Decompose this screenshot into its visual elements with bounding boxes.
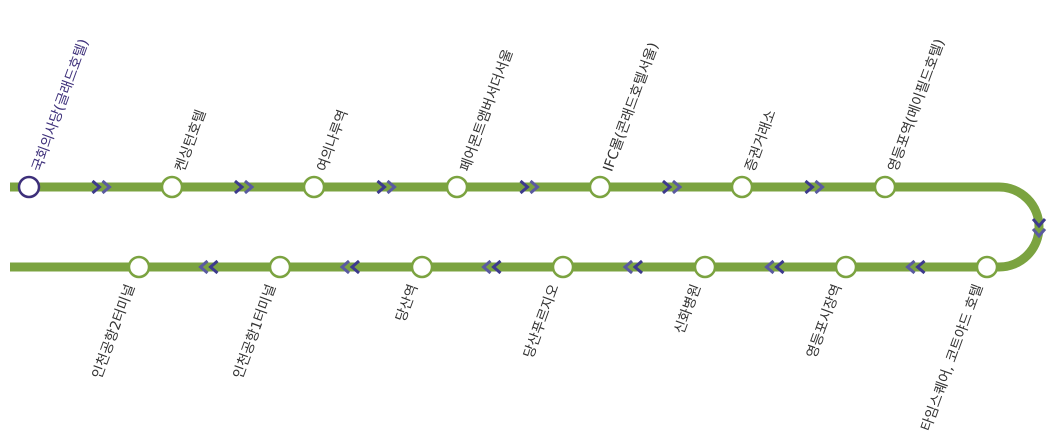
direction-arrow-icon	[198, 259, 219, 275]
stop-marker[interactable]	[445, 175, 469, 199]
stop-label[interactable]: 당산역	[393, 282, 421, 324]
stop-label[interactable]: 영등포역(메이필드호텔)	[885, 37, 948, 174]
stop-marker[interactable]	[873, 175, 897, 199]
direction-arrow-icon	[91, 179, 112, 195]
stop-label[interactable]: IFC몰(콘래드호텔서울)	[600, 41, 662, 174]
stop-label[interactable]: 페어몬트앰버서더서울	[457, 47, 516, 174]
stop-marker[interactable]	[410, 255, 434, 279]
stop-marker[interactable]	[588, 175, 612, 199]
stop-label[interactable]: 타임스퀘어, 코트야드 호텔	[918, 282, 986, 433]
direction-arrow-icon	[481, 259, 502, 275]
stop-label[interactable]: 영등포시장역	[804, 282, 845, 360]
direction-arrow-icon	[234, 179, 255, 195]
stop-label[interactable]: 증권거래소	[742, 108, 779, 174]
stop-label[interactable]: 켄싱턴호텔	[172, 108, 209, 174]
stop-marker[interactable]	[834, 255, 858, 279]
direction-arrow-icon	[764, 259, 785, 275]
route-track	[10, 182, 1044, 272]
direction-arrow-icon	[1031, 218, 1047, 239]
stops	[17, 175, 999, 279]
stop-label[interactable]: 인천공항1터미널	[231, 282, 280, 381]
stop-marker[interactable]	[975, 255, 999, 279]
stop-marker[interactable]	[268, 255, 292, 279]
direction-arrow-icon	[339, 259, 360, 275]
stop-label[interactable]: 신화병원	[672, 282, 705, 336]
stop-marker[interactable]	[302, 175, 326, 199]
direction-arrow-icon	[662, 179, 683, 195]
direction-arrows	[91, 179, 1047, 275]
direction-arrow-icon	[622, 259, 643, 275]
direction-arrow-icon	[376, 179, 397, 195]
direction-arrow-icon	[804, 179, 825, 195]
route-line	[10, 182, 1044, 272]
stop-marker-current[interactable]	[17, 175, 41, 199]
stop-marker[interactable]	[127, 255, 151, 279]
stop-marker[interactable]	[551, 255, 575, 279]
stop-labels: 국회의사당(글래드호텔) 켄싱턴호텔 여의나루역 페어몬트앰버서더서울 IFC몰(콘래드…	[29, 37, 986, 433]
stop-label[interactable]: 여의나루역	[314, 108, 351, 174]
stop-label[interactable]: 당산푸르지오	[521, 282, 563, 360]
stop-label[interactable]: 인천공항2터미널	[90, 282, 139, 381]
stop-marker[interactable]	[693, 255, 717, 279]
direction-arrow-icon	[905, 259, 926, 275]
stop-marker[interactable]	[160, 175, 184, 199]
direction-arrow-icon	[519, 179, 540, 195]
stop-label[interactable]: 국회의사당(글래드호텔)	[29, 37, 92, 174]
stop-marker[interactable]	[730, 175, 754, 199]
